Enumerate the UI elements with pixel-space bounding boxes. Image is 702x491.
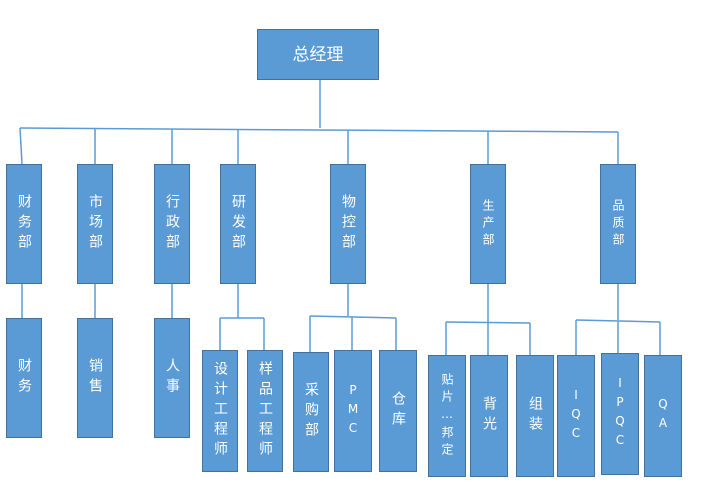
node-label: IQC bbox=[569, 387, 583, 445]
node-label: 仓库 bbox=[390, 391, 406, 431]
unit-smt-bonding: 贴片…邦定 bbox=[428, 355, 466, 477]
dept-rnd: 研发部 bbox=[220, 164, 256, 284]
node-label: 人事 bbox=[164, 358, 180, 398]
node-label: 财务部 bbox=[16, 194, 32, 254]
node-label: 物控部 bbox=[340, 194, 356, 254]
unit-ipqc: IPQC bbox=[601, 353, 639, 475]
dept-material-control: 物控部 bbox=[330, 164, 366, 284]
unit-design-engineer: 设计工程师 bbox=[202, 350, 238, 472]
node-general-manager: 总经理 bbox=[257, 29, 379, 80]
node-label: 销售 bbox=[87, 358, 103, 398]
node-label: PMC bbox=[346, 382, 360, 440]
dept-production: 生产部 bbox=[470, 164, 506, 284]
unit-iqc: IQC bbox=[557, 355, 595, 477]
unit-sample-engineer: 样品工程师 bbox=[247, 350, 283, 472]
dept-finance: 财务部 bbox=[6, 164, 42, 284]
unit-purchasing: 采购部 bbox=[293, 352, 329, 472]
unit-sales: 销售 bbox=[77, 318, 113, 438]
dept-quality: 品质部 bbox=[600, 164, 636, 284]
unit-backlight: 背光 bbox=[470, 355, 508, 477]
node-label: 组装 bbox=[527, 396, 543, 436]
node-label: 总经理 bbox=[292, 44, 344, 65]
node-label: IPQC bbox=[613, 376, 627, 452]
unit-assembly: 组装 bbox=[516, 355, 554, 477]
node-label: 设计工程师 bbox=[212, 361, 228, 461]
unit-qa: QA bbox=[644, 355, 682, 477]
unit-hr: 人事 bbox=[154, 318, 190, 438]
node-label: 市场部 bbox=[87, 194, 103, 254]
node-label: 财务 bbox=[16, 358, 32, 398]
node-label: QA bbox=[656, 397, 670, 435]
unit-pmc: PMC bbox=[334, 350, 372, 472]
node-label: 背光 bbox=[481, 396, 497, 436]
node-label: 样品工程师 bbox=[257, 361, 273, 461]
node-label: 研发部 bbox=[230, 194, 246, 254]
dept-marketing: 市场部 bbox=[77, 164, 113, 284]
node-label: 贴片…邦定 bbox=[440, 372, 454, 460]
node-label: 生产部 bbox=[481, 198, 495, 250]
unit-finance: 财务 bbox=[6, 318, 42, 438]
node-label: 采购部 bbox=[303, 382, 319, 442]
dept-admin: 行政部 bbox=[154, 164, 190, 284]
node-label: 品质部 bbox=[611, 198, 625, 250]
node-label: 行政部 bbox=[164, 194, 180, 254]
unit-warehouse: 仓库 bbox=[379, 350, 417, 472]
